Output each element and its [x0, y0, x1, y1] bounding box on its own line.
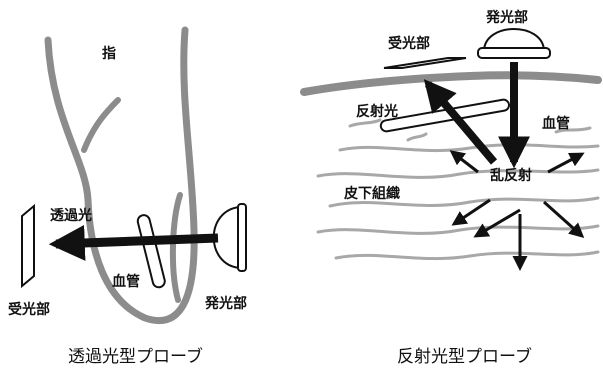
reflected-light-label: 反射光	[356, 103, 398, 120]
transmission-blood-vessel-label: 血管	[112, 273, 140, 290]
reflected-light-arrow	[423, 79, 498, 165]
finger-crease	[81, 97, 121, 153]
reflection-emitter-label: 発光部	[485, 9, 528, 26]
finger-label: 指	[102, 45, 116, 62]
transmission-receiver-label: 受光部	[8, 301, 50, 318]
transmitted-light-label: 透過光	[50, 207, 92, 224]
tissue-lines	[316, 118, 600, 261]
skin-surface-line	[300, 71, 602, 96]
receiver-plate-icon	[21, 203, 35, 289]
reflection-emitter-dome-icon	[477, 28, 551, 59]
blood-vessel-icon	[136, 214, 166, 289]
tissue-label: 皮下組織	[343, 185, 400, 202]
transmission-caption: 透過光型プローブ	[68, 346, 203, 367]
reflection-receiver-label: 受光部	[388, 35, 430, 52]
emitter-dome-icon	[212, 203, 247, 272]
transmission-emitter-label: 発光部	[204, 295, 247, 312]
reflection-probe-panel: 発光部 受光部 反射光 血管 乱反射 皮下組織 反射光型プローブ	[300, 9, 602, 367]
finger-inner-contour	[169, 192, 183, 303]
reflection-caption: 反射光型プローブ	[397, 346, 532, 367]
reflection-receiver-plate-icon	[383, 57, 467, 69]
reflection-blood-vessel-label: 血管	[542, 115, 570, 132]
scatter-label: 乱反射	[490, 167, 532, 184]
finger-outline	[44, 26, 198, 325]
scatter-arrows	[449, 150, 585, 271]
transmission-probe-panel: 指 透過光 血管 受光部 発光部 透過光型プローブ	[8, 26, 247, 367]
transmitted-light-arrow	[48, 224, 219, 261]
